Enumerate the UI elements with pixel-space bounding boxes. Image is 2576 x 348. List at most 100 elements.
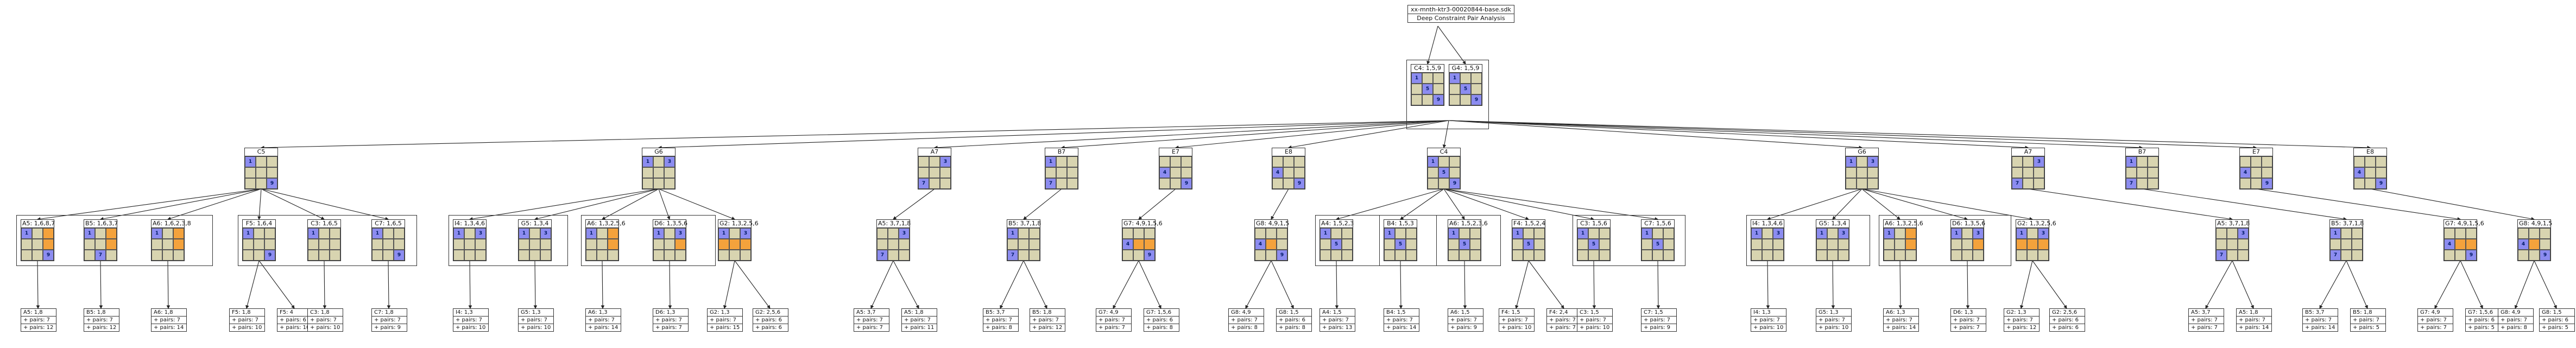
node-label: C4 <box>1427 148 1461 156</box>
grid-cell <box>2455 239 2466 250</box>
grid-cell <box>1067 167 1078 178</box>
edge <box>2460 260 2483 309</box>
leaf-pairs: + pairs: 7 <box>2237 316 2271 324</box>
grid-cell <box>1406 228 1417 239</box>
grid-cell <box>1170 156 1181 167</box>
grid-cell: 7 <box>2012 178 2023 189</box>
leaf-result: B5: 3,7+ pairs: 7+ pairs: 8 <box>983 308 1019 332</box>
leaf-name: D6: 1,3 <box>1953 309 1973 315</box>
edge <box>167 188 262 220</box>
leaf-pairs: + pairs: 6 <box>277 316 312 324</box>
leaf-subpairs: + pairs: 8 <box>983 324 1018 331</box>
cluster-box <box>1879 215 2011 266</box>
edge <box>258 260 295 309</box>
leaf-result: B5: 3,7+ pairs: 7+ pairs: 14 <box>2302 308 2338 332</box>
leaf-name: G5: 1,3 <box>1819 309 1839 315</box>
grid-cell <box>653 156 664 167</box>
cluster-box <box>581 215 716 266</box>
grid-cell <box>254 250 264 261</box>
leaf-pairs: + pairs: 7 <box>84 316 119 324</box>
leaf-name: A5: 1,8 <box>23 309 43 315</box>
edge <box>2346 260 2368 309</box>
leaf-pairs: + pairs: 7 <box>230 316 264 324</box>
leaf-result: I4: 1,3+ pairs: 7+ pairs: 10 <box>453 308 489 332</box>
grid-cell <box>2023 178 2034 189</box>
leaf-subpairs: + pairs: 9 <box>1448 324 1483 331</box>
grid-cell: 1 <box>1846 156 1857 167</box>
grid-cell <box>1470 228 1481 239</box>
edge <box>1175 120 1449 149</box>
grid-cell <box>1283 167 1294 178</box>
grid-cell: 1 <box>1449 73 1460 84</box>
grid-cell <box>1663 250 1674 261</box>
edge <box>261 188 389 220</box>
grid-cell <box>1895 228 1905 239</box>
grid-cell: 5 <box>1438 167 1449 178</box>
edge <box>1287 120 1449 149</box>
leaf-subpairs: + pairs: 12 <box>1030 324 1065 331</box>
edge <box>658 188 736 220</box>
grid-cell <box>2341 239 2352 250</box>
grid-cell <box>1272 178 1283 189</box>
grid-cell: 9 <box>1181 178 1192 189</box>
leaf-pairs: + pairs: 7 <box>586 316 621 324</box>
grid-cell <box>243 250 254 261</box>
edge <box>893 260 919 309</box>
grid-cell <box>664 178 675 189</box>
grid-cell <box>529 228 540 239</box>
grid-cell <box>2027 250 2038 261</box>
grid-cell: 9 <box>1144 250 1155 261</box>
leaf-name: A6: 1,3 <box>1886 309 1905 315</box>
node-label: C3: 1,5,6 <box>1577 219 1611 227</box>
grid-cell: 1 <box>2016 228 2027 239</box>
grid-cell <box>529 239 540 250</box>
cluster-box <box>1379 215 1501 266</box>
node-label: G6 <box>1845 148 1879 156</box>
grid-cell: 3 <box>475 228 486 239</box>
grid-cell <box>1599 250 1610 261</box>
leaf-pairs: + pairs: 7 <box>2351 316 2385 324</box>
leaf-result: D6: 1,3+ pairs: 7+ pairs: 7 <box>1950 308 1986 332</box>
grid-cell <box>1973 250 1984 261</box>
leaf-name: G2: 1,3 <box>2006 309 2026 315</box>
grid-cell <box>1411 94 1422 105</box>
grid-cell: 9 <box>1471 94 1482 105</box>
grid-cell <box>2365 156 2376 167</box>
grid-cell <box>2518 228 2529 239</box>
grid-cell <box>1599 239 1610 250</box>
grid-cell <box>2227 250 2238 261</box>
grid-cell <box>21 250 32 261</box>
grid-cell <box>1342 239 1353 250</box>
node-label: G7: 4,9,1,5,6 <box>1122 219 1163 227</box>
leaf-result: C3: 1,8+ pairs: 7+ pairs: 10 <box>307 308 343 332</box>
grid-cell <box>929 156 940 167</box>
grid-cell <box>372 250 383 261</box>
leaf-pairs: + pairs: 7 <box>1816 316 1851 324</box>
grid-cell <box>1827 239 1838 250</box>
edge <box>658 188 671 220</box>
node-label: A6: 1,3,2,5,6 <box>1883 219 1923 227</box>
grid-cell <box>173 250 184 261</box>
leaf-name: G8: 1,5 <box>2542 309 2562 315</box>
grid-cell <box>1283 178 1294 189</box>
leaf-pairs: + pairs: 7 <box>1499 316 1534 324</box>
grid-cell <box>1534 250 1545 261</box>
leaf-name: B5: 1,8 <box>1032 309 1052 315</box>
grid-cell <box>653 167 664 178</box>
grid-cell <box>1773 250 1784 261</box>
leaf-subpairs: + pairs: 10 <box>1577 324 1612 331</box>
grid-cell: 1 <box>2126 156 2137 167</box>
grid-cell: 5 <box>1459 239 1470 250</box>
leaf-result: A6: 1,5+ pairs: 7+ pairs: 9 <box>1448 308 1483 332</box>
